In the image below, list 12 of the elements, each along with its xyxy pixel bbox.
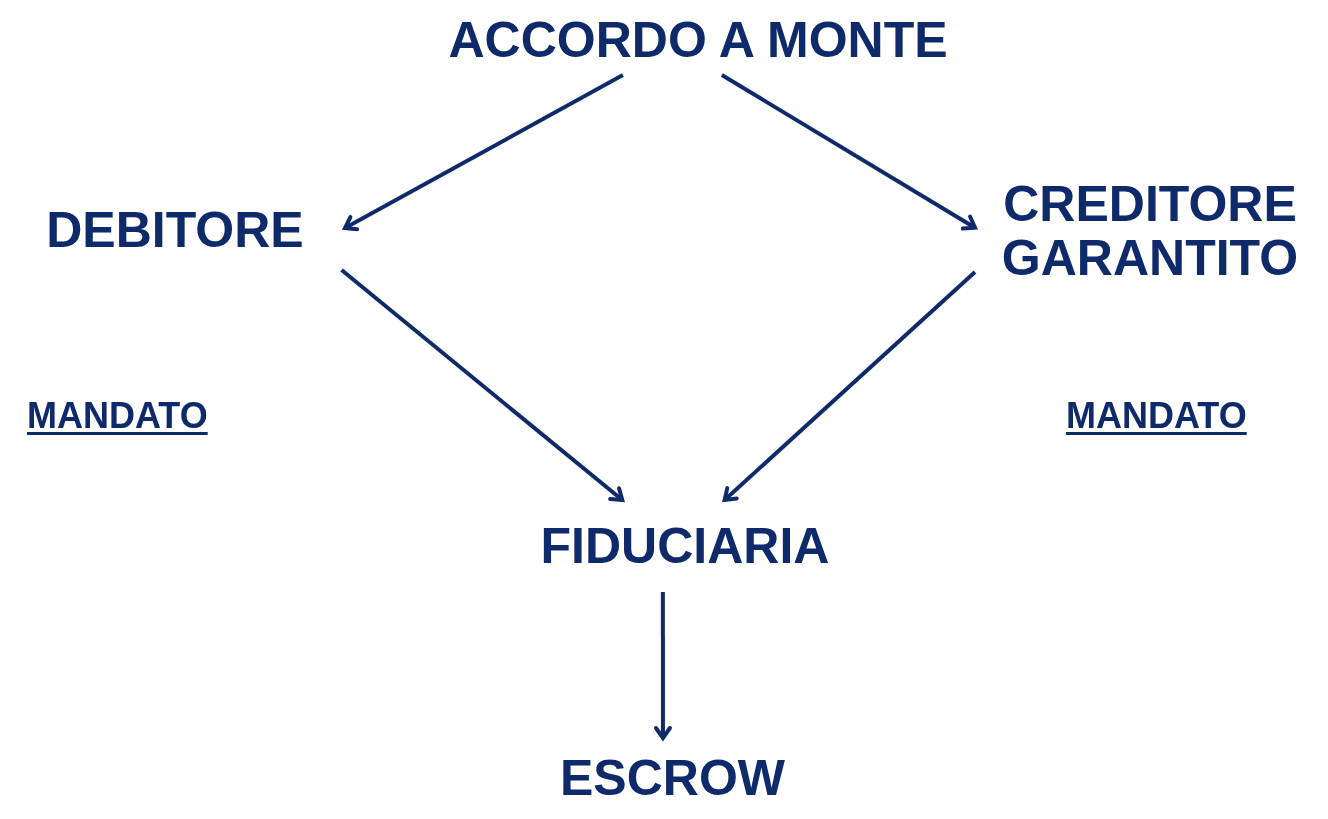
arrow bbox=[653, 592, 672, 740]
arrow bbox=[720, 73, 977, 231]
node-label: ACCORDO A MONTE bbox=[448, 13, 948, 67]
arrow bbox=[343, 73, 624, 232]
node-label: DEBITORE bbox=[46, 203, 304, 257]
relation-label: MANDATO bbox=[1066, 395, 1247, 437]
relation-label: MANDATO bbox=[27, 395, 208, 437]
node-label: ESCROW bbox=[560, 751, 785, 805]
node-label: CREDITORE GARANTITO bbox=[1000, 177, 1300, 285]
node-label: FIDUCIARIA bbox=[540, 519, 830, 573]
arrow bbox=[340, 268, 625, 502]
arrow bbox=[722, 270, 977, 502]
